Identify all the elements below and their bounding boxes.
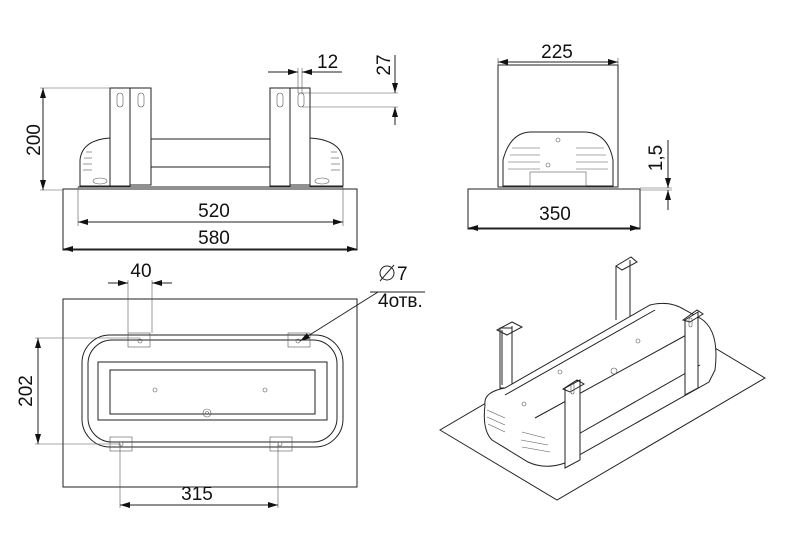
side-view: 225 1,5 350 xyxy=(467,42,672,231)
drawing-line xyxy=(137,338,143,344)
drawing-line xyxy=(545,162,551,168)
drawing-line xyxy=(495,321,524,336)
dim-height: 200 xyxy=(24,124,45,156)
drawing-line xyxy=(299,291,379,342)
drawing-line xyxy=(486,409,506,419)
drawing-line xyxy=(615,256,638,271)
dim-bracket-width: 40 xyxy=(130,261,151,282)
drawing-line xyxy=(83,151,340,185)
drawing-line xyxy=(529,171,587,187)
plan-plate xyxy=(62,298,358,488)
drawing-line xyxy=(205,411,209,415)
drawing-line xyxy=(681,309,704,323)
drawing-line xyxy=(521,446,551,453)
drawing-line xyxy=(570,383,575,395)
drawing-line xyxy=(127,332,151,348)
isometric-view xyxy=(439,256,766,501)
plan-cover xyxy=(97,361,328,421)
drawing-line xyxy=(520,439,549,446)
right-bracket-front xyxy=(289,87,311,186)
dim-body-length: 520 xyxy=(198,201,230,222)
iso-body xyxy=(483,302,717,467)
drawing-line xyxy=(486,416,506,426)
dim-plate-width: 350 xyxy=(539,204,571,225)
drawing-line xyxy=(610,367,618,375)
dim-hole-spacing-x: 315 xyxy=(181,484,213,505)
drawing-line xyxy=(87,339,338,443)
drawing-line xyxy=(35,280,311,508)
dim-plate-length: 580 xyxy=(198,228,230,249)
iso-bracket-front xyxy=(564,379,581,469)
drawing-line xyxy=(109,369,316,415)
drawing-line xyxy=(486,338,641,453)
drawing-line xyxy=(116,92,124,108)
drawing-line xyxy=(534,332,691,419)
dim-slot-width: 12 xyxy=(317,52,338,73)
drawing-line xyxy=(521,401,527,407)
drawing-line xyxy=(521,431,546,439)
drawing-line xyxy=(379,264,395,282)
drawing-line xyxy=(269,436,293,452)
dim-hole-diameter: 7 xyxy=(397,264,408,285)
dim-plate-thickness: 1,5 xyxy=(646,145,667,171)
right-end-cap xyxy=(309,137,344,187)
left-bracket-front xyxy=(129,87,152,186)
front-view: 200 12 27 520 580 xyxy=(24,52,398,252)
drawing-line xyxy=(635,338,641,344)
drawing-line xyxy=(202,408,212,418)
body-bar xyxy=(129,138,291,168)
drawing-line xyxy=(152,387,158,393)
drawing-line xyxy=(504,309,656,396)
side-frame xyxy=(497,64,619,188)
drawing-line xyxy=(276,92,284,108)
dim-hole-count: 4отв. xyxy=(378,291,423,312)
dim-hole-spacing-y: 202 xyxy=(16,375,37,407)
drawing-line xyxy=(487,423,506,433)
plan-view: 40 202 315 7 4отв. xyxy=(16,261,425,508)
drawing-line xyxy=(557,369,563,375)
drawing-line xyxy=(262,387,268,393)
drawing-line xyxy=(688,317,693,328)
plan-body xyxy=(81,334,344,448)
dim-slot-height: 27 xyxy=(374,54,395,75)
drawing-line xyxy=(137,92,145,108)
drawing-line xyxy=(561,379,586,393)
left-bracket-back xyxy=(109,87,131,187)
diameter-icon xyxy=(379,264,395,282)
drawing-line xyxy=(379,265,395,281)
drawing-line xyxy=(314,177,330,185)
dim-frame-width: 225 xyxy=(541,42,573,63)
drawing-line xyxy=(92,177,108,185)
drawing-line xyxy=(277,441,283,447)
side-body xyxy=(502,131,614,187)
drawing-line xyxy=(555,137,561,143)
iso-bracket-right xyxy=(684,311,699,396)
right-bracket-back xyxy=(269,87,291,187)
drawing-line xyxy=(567,364,701,441)
